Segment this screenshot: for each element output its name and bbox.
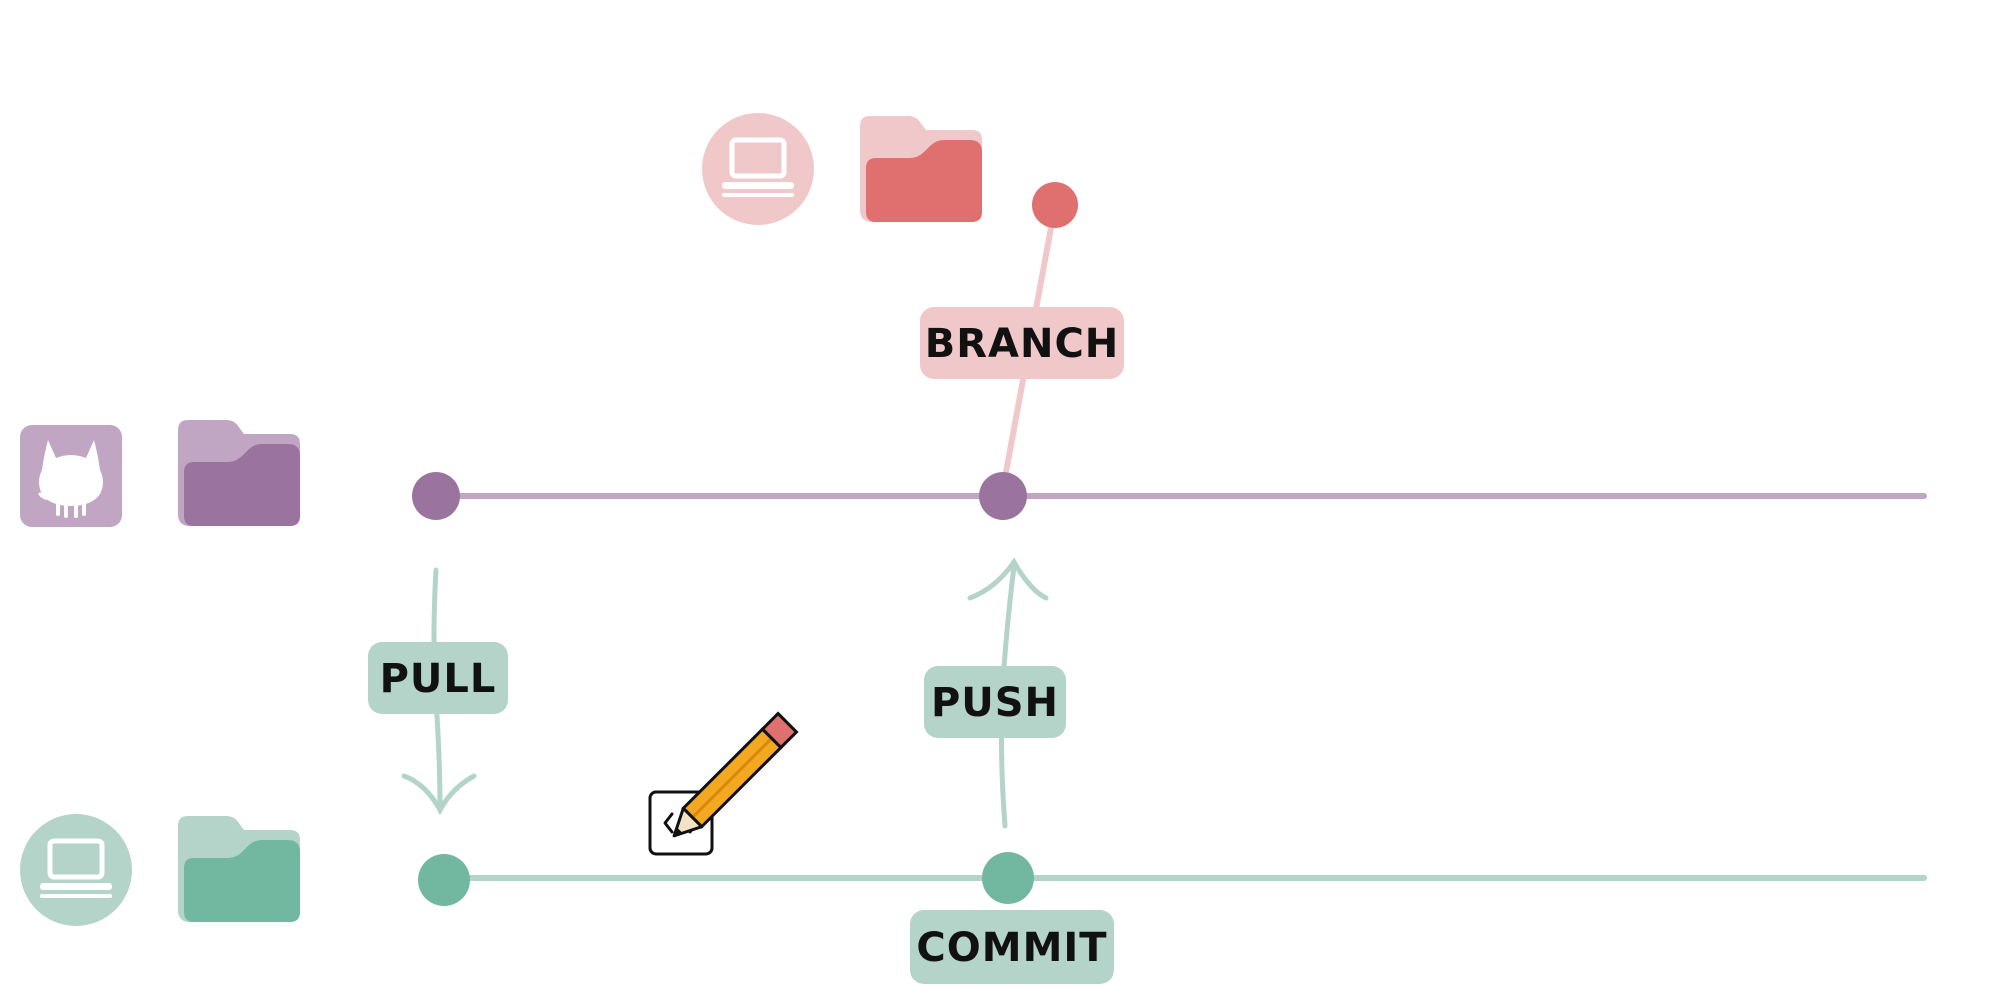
pull-label: PULL [368, 642, 508, 714]
code-edit-pencil-icon [648, 711, 799, 856]
local-folder-icon [178, 816, 300, 922]
branch-folder-icon [860, 116, 982, 222]
local-computer-icon [20, 814, 132, 926]
branch-computer-icon [702, 113, 814, 225]
push-label: PUSH [924, 666, 1066, 738]
remote-pull-dot [412, 472, 460, 520]
commit-label-text: COMMIT [916, 925, 1107, 971]
remote-push-dot [979, 472, 1027, 520]
local-pull-dot [418, 854, 470, 906]
branch-label: BRANCH [920, 307, 1124, 379]
github-icon [20, 425, 122, 527]
push-label-text: PUSH [931, 680, 1059, 726]
branch-label-text: BRANCH [925, 321, 1120, 367]
local-commit-dot [982, 852, 1034, 904]
remote-folder-icon [178, 420, 300, 526]
commit-label: COMMIT [910, 910, 1114, 984]
pull-label-text: PULL [380, 656, 497, 702]
branch-commit-dot [1032, 182, 1078, 228]
